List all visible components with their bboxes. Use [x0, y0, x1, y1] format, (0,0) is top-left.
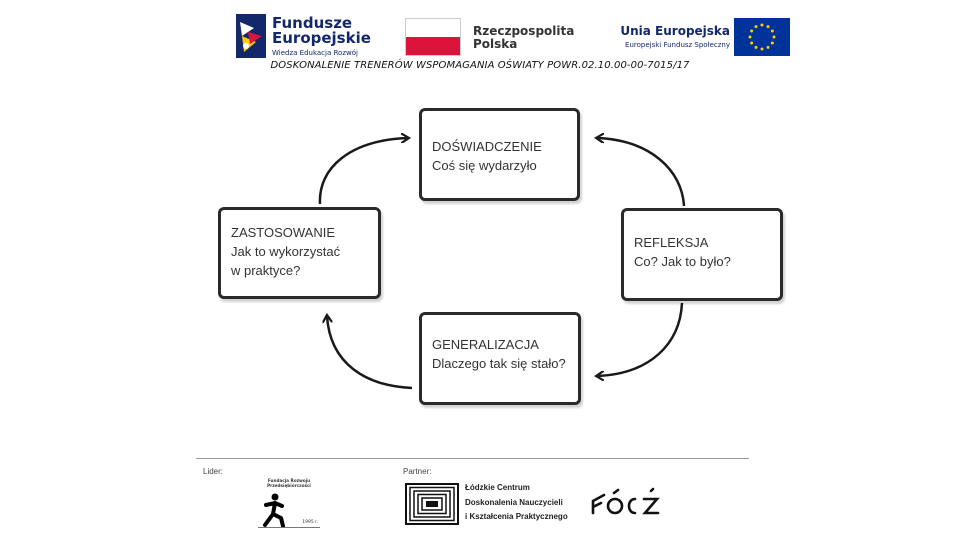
- eu-star-icon: [770, 29, 774, 33]
- fe-logo-line1: Fundusze: [272, 14, 353, 32]
- footer-divider: [196, 458, 749, 459]
- polish-flag-icon: [405, 18, 461, 56]
- experience-title: DOŚWIADCZENIE: [432, 139, 542, 154]
- generalization-title: GENERALIZACJA: [432, 337, 539, 352]
- application-box: ZASTOSOWANIE Jak to wykorzystać w prakty…: [218, 207, 381, 299]
- concentric-squares-icon: [405, 483, 459, 525]
- eu-star-icon: [770, 41, 774, 45]
- fundusze-europejskie-logo: Fundusze Europejskie Wiedza Edukacja Roz…: [236, 14, 376, 60]
- reflection-text: Co? Jak to było?: [634, 254, 731, 269]
- reflection-title: REFLEKSJA: [634, 235, 709, 250]
- eu-flag-icon: [734, 18, 790, 56]
- partner-logo-text: Łódzkie Centrum Doskonalenia Nauczycieli…: [465, 483, 568, 521]
- fe-star-mark-icon: [236, 14, 266, 58]
- eu-logo-line2: Europejski Fundusz Społeczny: [625, 41, 730, 49]
- eu-star-icon: [754, 45, 758, 49]
- application-text-2: w praktyce?: [231, 263, 301, 278]
- arrow-application-to-experience: [318, 138, 408, 205]
- eu-star-icon: [760, 47, 764, 51]
- lider-logo-year: 1995 r.: [302, 520, 318, 525]
- pl-logo-line1: Rzeczpospolita: [473, 24, 575, 38]
- project-name: DOSKONALENIE TRENERÓW WSPOMAGANIA OŚWIAT…: [270, 60, 690, 71]
- application-text-1: Jak to wykorzystać: [231, 244, 341, 259]
- unia-europejska-logo: Unia Europejska Europejski Fundusz Społe…: [600, 18, 790, 60]
- experience-text: Coś się wydarzyło: [432, 158, 537, 173]
- fe-logo-line2: Europejskie: [272, 29, 371, 47]
- eu-star-icon: [748, 35, 752, 39]
- arrow-reflection-to-experience: [597, 138, 686, 207]
- generalization-text: Dlaczego tak się stało?: [432, 356, 566, 371]
- arrow-reflection-to-generalization: [597, 302, 684, 376]
- arrow-generalization-to-application: [327, 316, 413, 390]
- eu-star-icon: [772, 35, 776, 39]
- eu-star-icon: [750, 41, 754, 45]
- lodz-logo-icon: [591, 487, 660, 515]
- eu-star-icon: [766, 45, 770, 49]
- application-title: ZASTOSOWANIE: [231, 225, 336, 240]
- experience-box: DOŚWIADCZENIE Coś się wydarzyło: [419, 108, 580, 201]
- lider-foundation-logo: Fundacja Rozwoju Przedsiębiorczości 1995…: [258, 478, 320, 528]
- reflection-box: REFLEKSJA Co? Jak to było?: [621, 208, 783, 301]
- pl-logo-line2: Polska: [473, 37, 518, 51]
- eu-logo-line1: Unia Europejska: [620, 24, 730, 38]
- rzeczpospolita-polska-logo: Rzeczpospolita Polska: [405, 18, 585, 58]
- generalization-box: GENERALIZACJA Dlaczego tak się stało?: [419, 312, 581, 405]
- eu-star-icon: [754, 25, 758, 29]
- eu-star-icon: [766, 25, 770, 29]
- partner-label: Partner:: [403, 467, 432, 476]
- eu-star-icon: [760, 23, 764, 27]
- eu-star-icon: [750, 29, 754, 33]
- fe-logo-tagline: Wiedza Edukacja Rozwój: [272, 49, 358, 57]
- lider-logo-text: Fundacja Rozwoju Przedsiębiorczości: [267, 478, 311, 488]
- runner-figure-icon: [263, 493, 285, 528]
- lider-label: Lider:: [203, 467, 224, 476]
